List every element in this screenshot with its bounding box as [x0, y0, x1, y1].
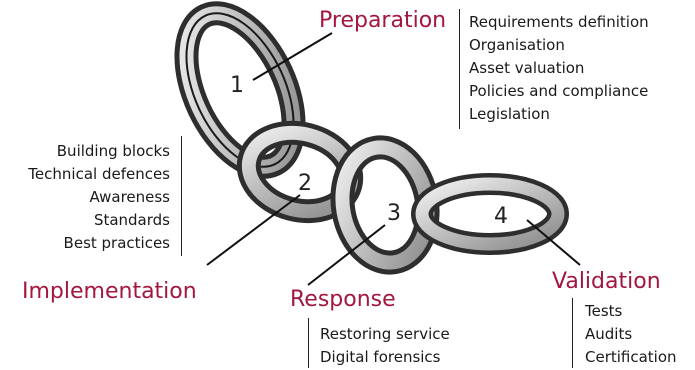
list-item: Best practices: [63, 234, 170, 252]
list-item: Building blocks: [56, 142, 170, 160]
list-item: Digital forensics: [320, 348, 441, 366]
list-item: Organisation: [469, 36, 565, 54]
stage-title-preparation: Preparation: [319, 8, 447, 33]
list-item: Certification: [585, 348, 677, 366]
chain-link-4: [411, 173, 569, 255]
chain-link-1: [174, 1, 306, 179]
stage-list-response: Restoring service Digital forensics: [320, 323, 450, 369]
leader-line-validation: [526, 219, 581, 266]
stage-number-2: 2: [298, 171, 312, 196]
list-item: Technical defences: [28, 165, 170, 183]
separator-implementation: [181, 136, 182, 256]
list-item: Tests: [585, 302, 623, 320]
list-item: Asset valuation: [469, 59, 585, 77]
list-item: Standards: [93, 211, 170, 229]
stage-number-4: 4: [494, 204, 508, 229]
stage-list-preparation: Requirements definition Organisation Ass…: [469, 11, 649, 126]
separator-preparation: [459, 9, 460, 129]
list-item: Policies and compliance: [469, 82, 649, 100]
separator-validation: [572, 298, 573, 368]
leader-line-response: [307, 224, 386, 286]
stage-list-implementation: Building blocks Technical defences Aware…: [28, 140, 170, 255]
list-item: Awareness: [89, 188, 170, 206]
leader-line-preparation: [252, 32, 333, 81]
separator-response: [308, 318, 309, 368]
list-item: Audits: [585, 325, 633, 343]
stage-list-validation: Tests Audits Certification: [585, 300, 677, 369]
stage-title-implementation: Implementation: [22, 279, 197, 304]
list-item: Restoring service: [320, 325, 450, 343]
leader-line-implementation: [206, 194, 301, 266]
list-item: Requirements definition: [469, 13, 649, 31]
stage-title-response: Response: [290, 287, 396, 312]
stage-number-3: 3: [387, 201, 401, 226]
stage-title-validation: Validation: [552, 269, 661, 294]
list-item: Legislation: [469, 105, 550, 123]
stage-number-1: 1: [230, 73, 244, 98]
